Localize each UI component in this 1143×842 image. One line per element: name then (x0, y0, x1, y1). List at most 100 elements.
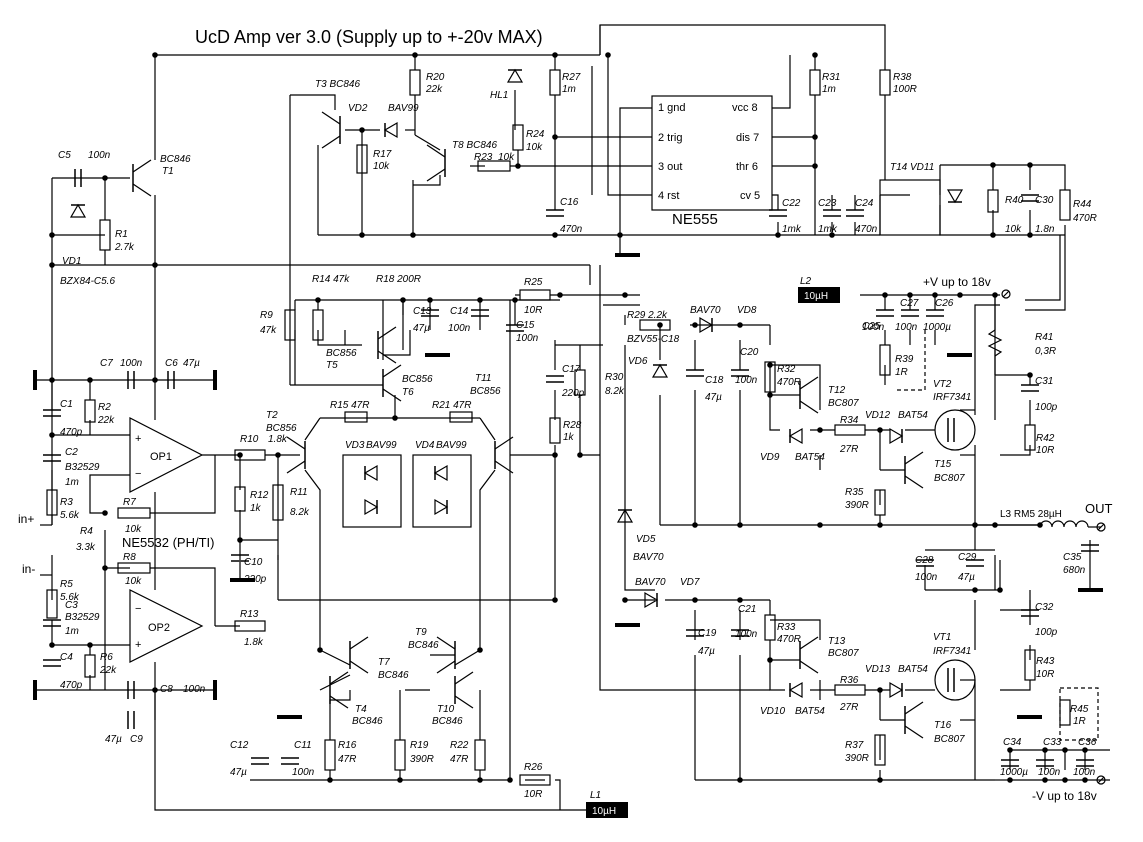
label-bav99c: BAV99 (436, 440, 467, 451)
resistor-r30 (574, 369, 586, 396)
junction-dot (767, 362, 773, 368)
label-c7: C7 (100, 358, 113, 369)
label-c16: C16 (560, 197, 579, 208)
label-r7: R7 (123, 497, 136, 508)
junction-dot (152, 262, 158, 268)
label-c29v: 47µ (958, 572, 975, 583)
junction-dot (932, 292, 938, 298)
label-t12t: BC807 (828, 398, 859, 409)
label-r43v: 10R (1036, 669, 1054, 680)
label-c16v: 470n (560, 224, 583, 235)
junction-dot (397, 777, 403, 783)
label-c13: C13 (413, 306, 432, 317)
resistor-r19 (394, 739, 406, 771)
resistor-r21 (449, 411, 473, 423)
junction-dot (237, 452, 243, 458)
junction-dot (152, 377, 158, 383)
junction-dot (102, 565, 108, 571)
label-c3: C3 (65, 600, 78, 611)
label-vd7: VD7 (680, 577, 700, 588)
resistor-r14 (312, 309, 324, 341)
label-t4: T4 (355, 704, 367, 715)
junction-dot (990, 232, 996, 238)
label-r40v: 10k (1005, 224, 1022, 235)
label-c5v: 100n (88, 150, 111, 161)
label-vt2: VT2 (933, 379, 952, 390)
label-c8: C8 (160, 684, 173, 695)
resistor-r37 (874, 734, 886, 766)
resistor-r9 (284, 309, 296, 341)
label-c9: C9 (130, 734, 143, 745)
bav99-vd3-bot (364, 498, 379, 516)
label-r39v: 1R (895, 367, 908, 378)
terminal-neg-icon (1096, 775, 1106, 785)
junction-dot (49, 642, 55, 648)
label-c11v: 100n (292, 767, 315, 778)
label-r34: R34 (840, 415, 859, 426)
resistor-r10 (234, 449, 266, 461)
label-t7: T7 (378, 657, 390, 668)
junction-dot (359, 232, 365, 238)
label-r41: R41 (1035, 332, 1053, 343)
label-r5v: 5.6k (60, 592, 80, 603)
label-r31: R31 (822, 72, 840, 83)
resistor-r25 (519, 289, 551, 301)
label-c19: C19 (698, 628, 717, 639)
resistor-r38 (879, 69, 891, 96)
label-r15: R15 47R (330, 400, 369, 411)
junction-dot (152, 687, 158, 693)
l1-value: 10µH (592, 806, 616, 817)
label-r41v: 0,3R (1035, 346, 1056, 357)
label-t16: T16 (934, 720, 952, 731)
label-t2t: BC856 (266, 423, 297, 434)
op1-minus-sign: − (135, 468, 141, 480)
junction-dot (1007, 747, 1013, 753)
bav99-vd3-top (363, 464, 378, 482)
junction-dot (275, 452, 281, 458)
junction-dot (972, 522, 978, 528)
label-r42: R42 (1036, 433, 1055, 444)
bav99-vd3 (342, 454, 402, 528)
junction-dots (49, 52, 1088, 783)
label-r4: R4 (80, 526, 93, 537)
label-bat54b: BAT54 (898, 410, 928, 421)
label-r21: R21 47R (432, 400, 471, 411)
op1-label: OP1 (150, 451, 172, 463)
l3-value: L3 RM5 28µH (1000, 509, 1062, 520)
label-vd3: VD3 (345, 440, 365, 451)
label-r24v: 10k (526, 142, 543, 153)
label-c24: C24 (855, 198, 874, 209)
led-hl1 (506, 68, 524, 83)
diode-vd9 (788, 427, 803, 445)
label-t1t: BC846 (160, 154, 191, 165)
opamp-op1: OP1 + − (129, 417, 204, 493)
mosfet-vt2 (934, 409, 976, 451)
junction-dot (49, 432, 55, 438)
label-r34v: 27R (839, 444, 858, 455)
junction-dot (817, 522, 823, 528)
junction-dot (557, 292, 563, 298)
diode-vd5 (616, 508, 634, 523)
junction-dot (237, 537, 243, 543)
label-r17: R17 (373, 149, 392, 160)
resistor-r29 (639, 319, 671, 331)
junction-dot (515, 163, 521, 169)
resistor-r31 (809, 69, 821, 96)
inductor-l2: 10µH (798, 287, 840, 303)
junction-dot (512, 297, 518, 303)
resistor-r12 (234, 486, 246, 512)
resistor-r16 (324, 739, 336, 771)
junction-dot (1042, 777, 1048, 783)
label-c36: C36 (1078, 737, 1097, 748)
op2-plus-sign: + (135, 639, 141, 651)
label-c32: C32 (1035, 602, 1054, 613)
diode-vd6 (651, 363, 669, 378)
terminal-pos-icon (1001, 289, 1011, 299)
label-c7v: 100n (120, 358, 143, 369)
label-r25v: 10R (524, 305, 542, 316)
label-r27v: 1m (562, 84, 576, 95)
ic-pin-3: 3 out (658, 161, 682, 173)
resistor-r11 (272, 484, 284, 521)
label-r45v: 1R (1073, 716, 1086, 727)
label-c20v: 100n (735, 375, 758, 386)
